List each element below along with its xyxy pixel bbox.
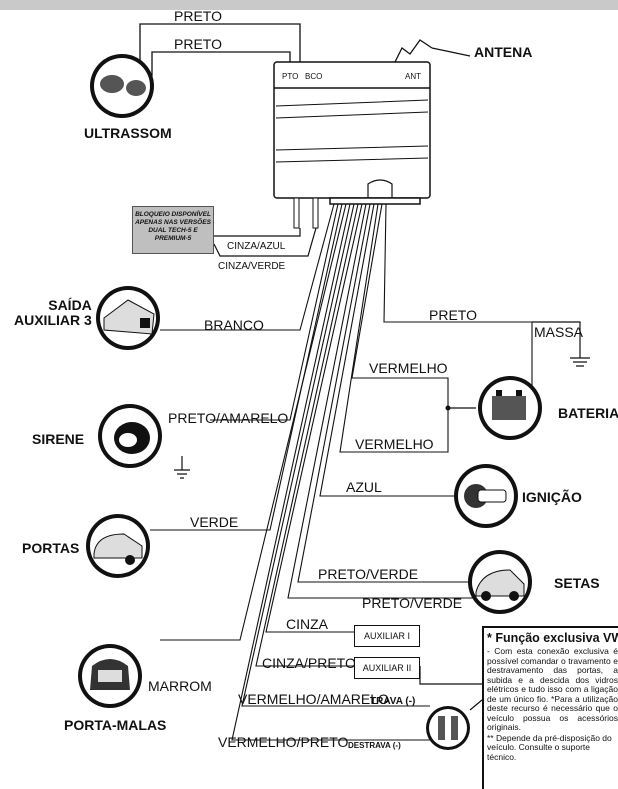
label-antena: ANTENA bbox=[474, 44, 533, 60]
device-sirene: SIRENE bbox=[32, 431, 85, 447]
control-module bbox=[273, 61, 431, 205]
device-saida-auxiliar: SAÍDA AUXILIAR 3 bbox=[14, 298, 92, 328]
vw-body: - Com esta conexão exclusiva é possível … bbox=[487, 646, 618, 732]
device-ultrassom: ULTRASSOM bbox=[84, 125, 172, 141]
label-preto-massa: PRETO bbox=[429, 307, 477, 323]
auxiliar-2-box: AUXILIAR II bbox=[354, 657, 420, 679]
label-preto-amarelo: PRETO/AMARELO bbox=[168, 410, 289, 426]
auxiliar-1-box: AUXILIAR I bbox=[354, 625, 420, 647]
label-cinza: CINZA bbox=[286, 616, 328, 632]
label-vermelho-preto: VERMELHO/PRETO bbox=[218, 734, 349, 750]
device-ignicao: IGNIÇÃO bbox=[522, 489, 582, 505]
device-portas: PORTAS bbox=[22, 540, 80, 556]
portas-icon bbox=[86, 514, 150, 578]
label-trava: TRAVA (-) bbox=[370, 696, 416, 707]
label-preto-verde-1: PRETO/VERDE bbox=[318, 566, 419, 582]
label-vermelho-2: VERMELHO bbox=[355, 436, 434, 452]
label-preto-1: PRETO bbox=[174, 8, 222, 24]
label-branco: BRANCO bbox=[204, 317, 264, 333]
porta-malas-icon bbox=[78, 644, 142, 708]
ignicao-icon bbox=[454, 464, 518, 528]
module-bco-label: BCO bbox=[305, 72, 323, 81]
door-actuator-icon bbox=[426, 706, 470, 750]
label-vermelho-amarelo: VERMELHO/AMARELO bbox=[238, 691, 389, 707]
antenna-wire bbox=[394, 39, 433, 63]
device-setas: SETAS bbox=[554, 575, 600, 591]
device-porta-malas: PORTA-MALAS bbox=[64, 717, 167, 733]
label-marrom: MARROM bbox=[148, 678, 212, 694]
sirene-icon bbox=[98, 404, 162, 468]
wire-harness bbox=[150, 203, 533, 741]
module-pto-label: PTO bbox=[282, 72, 299, 81]
bateria-icon bbox=[478, 376, 542, 440]
vw-exclusive-panel: * Função exclusiva VW - Com esta conexão… bbox=[482, 626, 618, 789]
label-preto-verde-2: PRETO/VERDE bbox=[362, 595, 463, 611]
blocking-note: BLOQUEIO DISPONÍVEL APENAS NAS VERSÕES D… bbox=[132, 206, 214, 254]
label-cinza-verde: CINZA/VERDE bbox=[218, 261, 286, 272]
wire-preto-1 bbox=[139, 23, 301, 68]
saida-auxiliar-icon bbox=[96, 286, 160, 350]
wire-preto-2 bbox=[151, 51, 291, 76]
module-ant-label: ANT bbox=[405, 72, 421, 81]
label-azul: AZUL bbox=[346, 479, 382, 495]
label-verde: VERDE bbox=[190, 514, 239, 530]
saida-line2: AUXILIAR 3 bbox=[14, 312, 92, 328]
label-vermelho-1: VERMELHO bbox=[369, 360, 448, 376]
wire-cinza-azul bbox=[214, 228, 301, 237]
top-header-bar bbox=[0, 0, 618, 10]
label-preto-2: PRETO bbox=[174, 36, 222, 52]
label-cinza-azul: CINZA/AZUL bbox=[227, 241, 286, 252]
device-bateria: BATERIA bbox=[558, 405, 618, 421]
wire-cinza-verde bbox=[213, 227, 317, 257]
label-cinza-preto: CINZA/PRETO bbox=[262, 655, 356, 671]
label-destrava: DESTRAVA (-) bbox=[348, 741, 401, 750]
vw-footnote: ** Depende da pré-disposição do veículo.… bbox=[487, 732, 612, 762]
saida-line1: SAÍDA bbox=[48, 297, 92, 313]
ultrassom-icon bbox=[90, 54, 154, 118]
setas-icon bbox=[468, 550, 532, 614]
vw-title: * Função exclusiva VW bbox=[487, 631, 618, 645]
label-massa: MASSA bbox=[534, 324, 584, 340]
